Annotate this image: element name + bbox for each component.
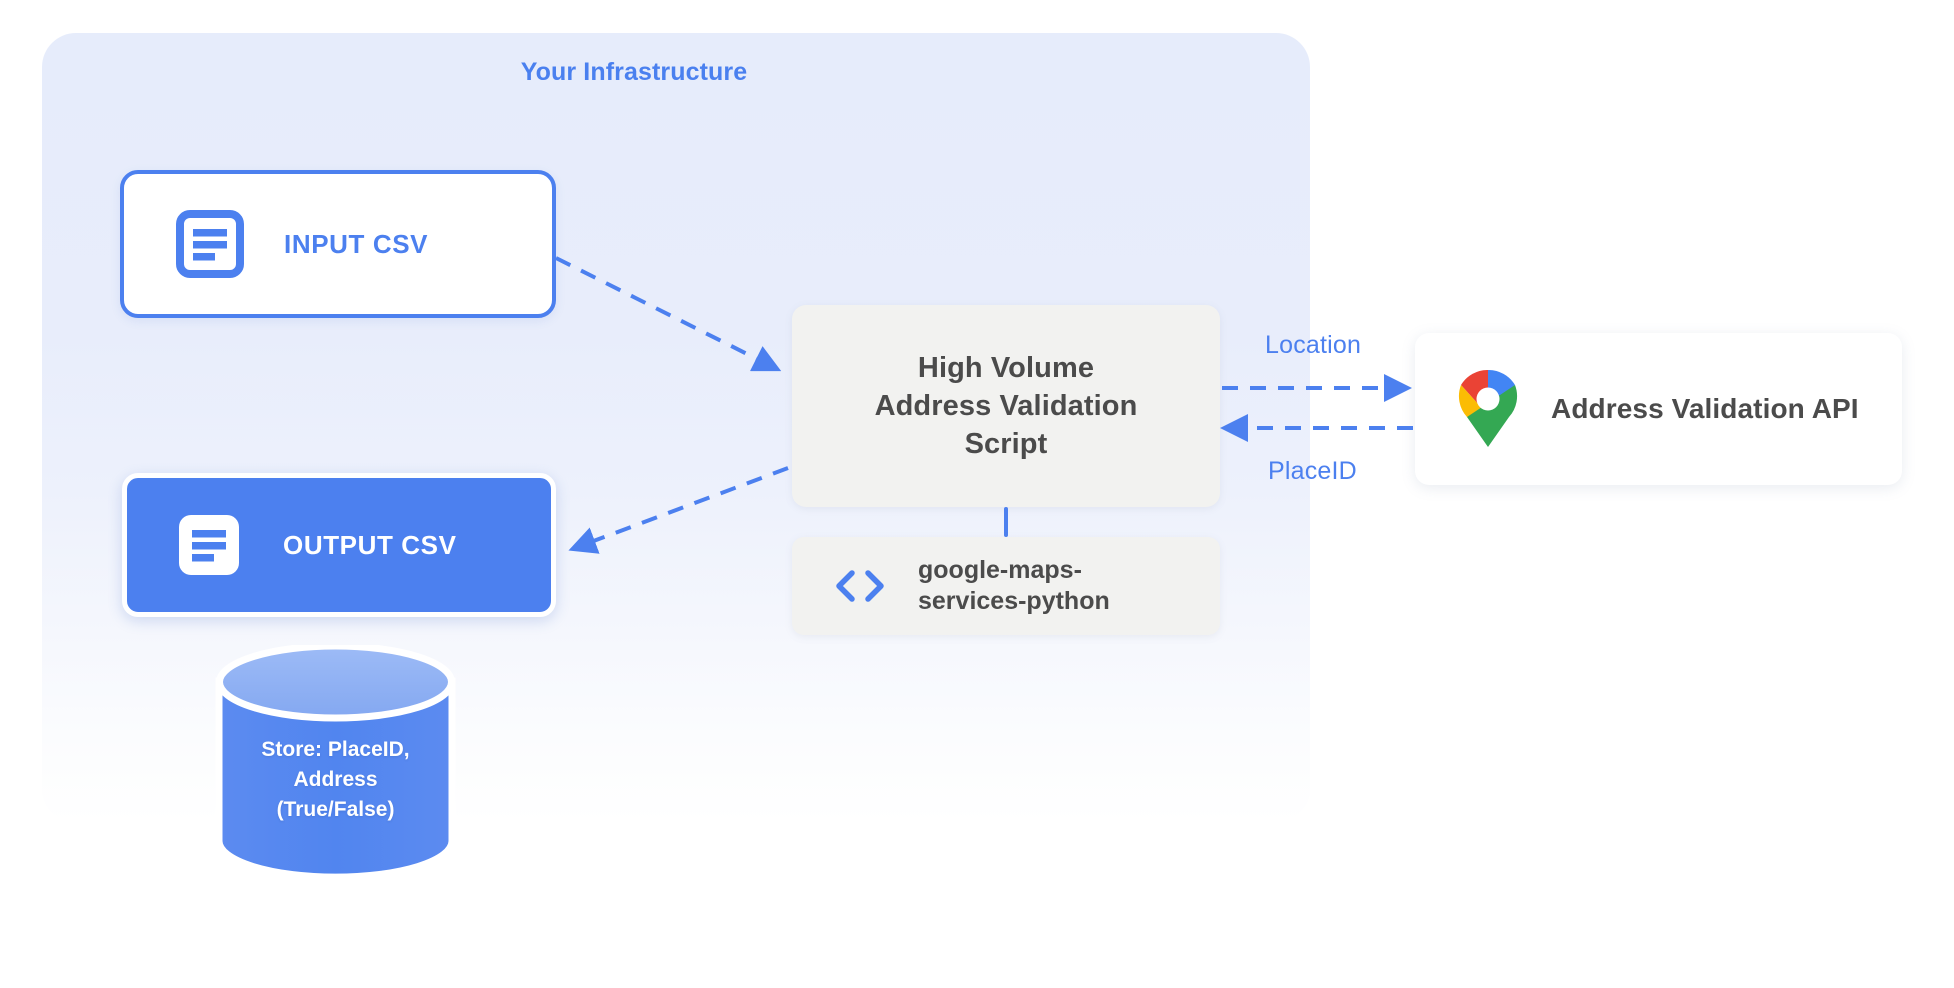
- node-library-line1: google-maps-: [918, 555, 1082, 584]
- node-script-line3: Script: [964, 428, 1048, 461]
- edge-label-location: Location: [1265, 331, 1362, 359]
- node-output-csv[interactable]: OUTPUT CSV: [122, 473, 556, 617]
- node-output-csv-label: OUTPUT CSV: [283, 529, 457, 560]
- node-script-line1: High Volume: [917, 351, 1095, 384]
- node-input-csv[interactable]: INPUT CSV: [120, 170, 556, 318]
- node-input-csv-label: INPUT CSV: [284, 228, 429, 259]
- google-maps-pin-icon: [1458, 370, 1518, 447]
- node-address-validation-api[interactable]: Address Validation API: [1415, 333, 1902, 485]
- node-library-label: google-maps- services-python: [918, 555, 1110, 618]
- node-api-label: Address Validation API: [1551, 393, 1859, 424]
- node-high-volume-script[interactable]: High Volume Address Validation Script: [792, 305, 1220, 507]
- document-icon: [176, 210, 244, 278]
- document-icon: [179, 515, 239, 575]
- script-library-connector: [1004, 507, 1008, 537]
- node-script-title: High Volume Address Validation Script: [875, 349, 1138, 464]
- code-brackets-icon: [836, 570, 884, 602]
- edge-label-placeid: PlaceID: [1268, 457, 1357, 485]
- node-google-maps-services-python[interactable]: google-maps- services-python: [792, 537, 1220, 635]
- node-library-line2: services-python: [918, 587, 1110, 615]
- node-script-line2: Address Validation: [874, 389, 1138, 422]
- panel-title: Your Infrastructure: [520, 58, 748, 86]
- database-cylinder-icon[interactable]: [213, 645, 458, 880]
